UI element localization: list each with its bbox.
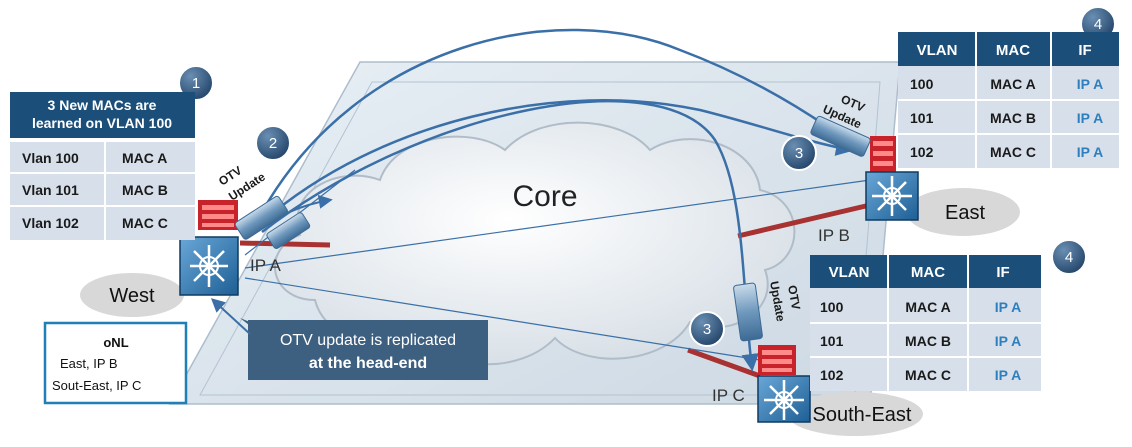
south-row-3-if: IP A xyxy=(995,367,1021,383)
callout-pointer xyxy=(210,298,251,335)
transport-plane-inner xyxy=(199,81,881,396)
south-row-1-if: IP A xyxy=(995,299,1021,315)
step-3-south-badge: 3 xyxy=(689,311,725,347)
east-switch xyxy=(865,136,919,221)
link-south-east xyxy=(687,347,761,379)
west-row-1-mac: MAC A xyxy=(122,150,167,166)
south-east-site-label: South-East xyxy=(813,404,912,426)
core-label: Core xyxy=(512,180,577,213)
step-4-south-badge: 4 xyxy=(1051,239,1087,275)
step-4-east-number: 4 xyxy=(1094,16,1102,33)
south-east-site-ellipse xyxy=(787,392,923,436)
east-row-2-vlan: 101 xyxy=(910,110,934,126)
south-row-2-mac: MAC B xyxy=(905,333,951,349)
west-otv-update-pipe xyxy=(234,195,288,240)
west-mac-box: 3 New MACs are learned on VLAN 100 Vlan … xyxy=(10,92,195,240)
east-row-2-mac: MAC B xyxy=(990,110,1036,126)
step-1-badge: 1 xyxy=(178,65,214,101)
south-east-otv-update-pipe xyxy=(733,282,763,342)
east-row-1-if: IP A xyxy=(1077,76,1103,92)
east-mac-table: VLAN MAC IF 100 MAC A IP A 101 MAC B IP … xyxy=(898,32,1119,168)
step-3-south-number: 3 xyxy=(703,321,711,338)
tunnel-line-west-east xyxy=(244,179,871,269)
east-header-mac: MAC xyxy=(996,42,1030,59)
south-header-vlan: VLAN xyxy=(829,264,870,281)
east-row-3-mac: MAC C xyxy=(990,144,1036,160)
west-ip-label: IP A xyxy=(250,256,282,275)
onl-title: oNL xyxy=(103,335,128,350)
head-end-callout: OTV update is replicated at the head-end xyxy=(240,318,488,380)
east-row-1-mac: MAC A xyxy=(990,76,1035,92)
update-arrow-outer xyxy=(260,28,863,213)
callout-line-2: at the head-end xyxy=(309,355,427,372)
step-3-east-badge: 3 xyxy=(781,135,817,171)
onl-line-2: Sout-East, IP C xyxy=(52,378,141,393)
onl-box: oNL East, IP B Sout-East, IP C xyxy=(43,321,188,405)
west-site-ellipse xyxy=(80,273,184,317)
east-site-ellipse xyxy=(906,188,1020,236)
tunnel-line-west-south xyxy=(244,277,761,361)
link-east xyxy=(737,202,871,239)
east-row-3-vlan: 102 xyxy=(910,144,934,160)
south-row-2-if: IP A xyxy=(995,333,1021,349)
west-mac-title-line2: learned on VLAN 100 xyxy=(32,115,172,131)
south-header-if: IF xyxy=(996,264,1009,281)
west-mac-title-line1: 3 New MACs are xyxy=(48,97,157,113)
east-ip-label: IP B xyxy=(818,226,850,245)
update-arrow-south-east xyxy=(261,99,759,372)
east-row-3-if: IP A xyxy=(1077,144,1103,160)
south-east-mac-table: VLAN MAC IF 100 MAC A IP A 101 MAC B IP … xyxy=(810,255,1041,391)
south-row-3-vlan: 102 xyxy=(820,367,844,383)
callout-line-1: OTV update is replicated xyxy=(280,332,456,349)
south-east-switch xyxy=(757,345,811,423)
west-row-2-vlan: Vlan 101 xyxy=(22,182,79,198)
west-row-1-vlan: Vlan 100 xyxy=(22,150,79,166)
west-otv-update-pipe-2 xyxy=(266,212,311,249)
south-row-1-mac: MAC A xyxy=(905,299,950,315)
onl-line-1: East, IP B xyxy=(60,356,118,371)
south-header-mac: MAC xyxy=(911,264,945,281)
east-site-label: East xyxy=(945,202,985,224)
step-2-number: 2 xyxy=(269,135,277,152)
west-row-3-mac: MAC C xyxy=(122,215,168,231)
step-3-east-number: 3 xyxy=(795,145,803,162)
south-east-ip-label: IP C xyxy=(712,386,745,405)
east-otv-update-pipe xyxy=(810,115,871,157)
south-row-3-mac: MAC C xyxy=(905,367,951,383)
south-row-1-vlan: 100 xyxy=(820,299,844,315)
west-row-2-mac: MAC B xyxy=(122,182,168,198)
east-row-2-if: IP A xyxy=(1077,110,1103,126)
east-header-vlan: VLAN xyxy=(917,42,958,59)
step-2-badge: 2 xyxy=(255,125,291,161)
step-4-south-number: 4 xyxy=(1065,249,1073,266)
west-switch xyxy=(179,200,239,296)
south-east-otv-label: OTV xyxy=(785,284,803,311)
east-header-if: IF xyxy=(1078,42,1091,59)
south-row-2-vlan: 101 xyxy=(820,333,844,349)
step-1-number: 1 xyxy=(192,75,200,92)
west-site-label: West xyxy=(109,285,155,307)
east-row-1-vlan: 100 xyxy=(910,76,934,92)
west-row-3-vlan: Vlan 102 xyxy=(22,215,79,231)
